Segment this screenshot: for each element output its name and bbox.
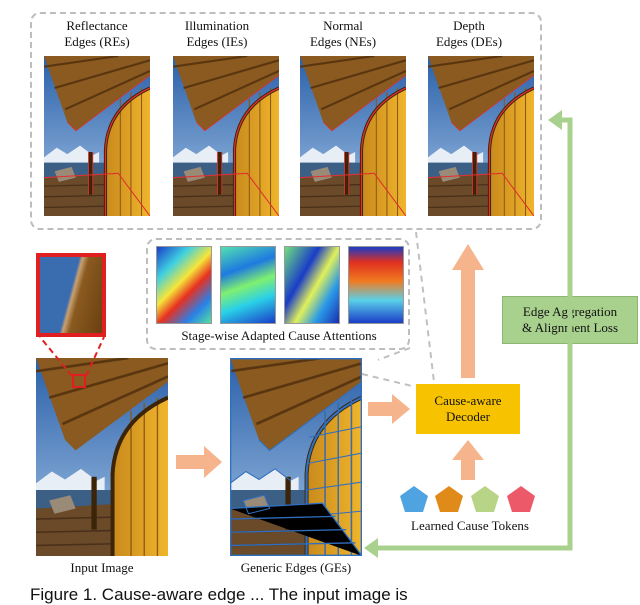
loss-feedback-line [372, 117, 573, 551]
token-reflectance [400, 486, 428, 512]
cause-label-illumination: Illumination Edges (IEs) [162, 18, 272, 50]
cause-label-line1: Illumination [184, 18, 250, 33]
figure-caption: Figure 1. Cause-aware edge ... The input… [30, 585, 408, 604]
attention-map-2 [220, 246, 276, 324]
token-illumination [435, 486, 463, 512]
loss-arrow-head-top [548, 110, 562, 130]
connector-top-decoder [415, 231, 435, 383]
cause-label-line1: Depth [453, 18, 485, 33]
cause-label-depth: Depth Edges (DEs) [414, 18, 524, 50]
attention-panel [146, 238, 410, 350]
attention-label: Stage-wise Adapted Cause Attentions [181, 328, 377, 343]
zoom-line-left [39, 336, 73, 377]
cause-label-line2: Edges (DEs) [435, 34, 503, 49]
attention-map-3 [284, 246, 340, 324]
cause-edges-panel [30, 12, 542, 230]
cause-label-normal: Normal Edges (NEs) [288, 18, 398, 50]
cause-label-line1: Reflectance [66, 18, 128, 33]
cause-label-line2: Edges (IEs) [186, 34, 248, 49]
cause-label-reflectance: Reflectance Edges (REs) [42, 18, 152, 50]
generic-edges-label: Generic Edges (GEs) [240, 560, 352, 575]
token-normal [471, 486, 499, 512]
input-image-label: Input Image [70, 560, 134, 575]
arrow-input-to-generic [176, 446, 222, 478]
arrow-tokens-to-decoder [452, 440, 484, 480]
arrow-generic-to-decoder [368, 394, 410, 424]
connector-generic-decoder [361, 373, 413, 387]
arrow-decoder-to-edges [452, 244, 484, 378]
zoom-inset [36, 253, 106, 337]
attention-map-1 [156, 246, 212, 324]
connector-attention-generic [377, 347, 411, 361]
cause-label-line1: Normal [323, 18, 363, 33]
decoder-line2: Decoder [445, 409, 490, 424]
attention-map-4 [348, 246, 404, 324]
token-depth [507, 486, 535, 512]
decoder-line1: Cause-aware [434, 393, 502, 408]
loss-arrow-head-bottom [364, 538, 378, 558]
cause-label-line2: Edges (REs) [64, 34, 130, 49]
cause-label-line2: Edges (NEs) [309, 34, 377, 49]
zoom-line-right [85, 336, 105, 377]
zoom-marker [72, 374, 86, 388]
tokens-label: Learned Cause Tokens [411, 518, 529, 533]
